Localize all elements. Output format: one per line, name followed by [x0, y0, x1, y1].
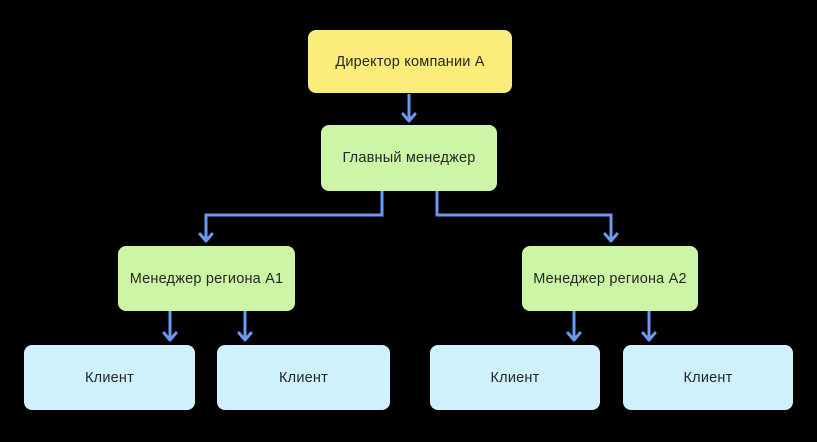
node-chief-manager-label: Главный менеджер — [342, 150, 476, 166]
edge-chief-to-manager-a1 — [198, 191, 384, 243]
node-director-label: Директор компании А — [335, 53, 485, 70]
node-client-4-label: Клиент — [683, 369, 733, 386]
node-client-2-label: Клиент — [279, 369, 328, 386]
node-client-3: Клиент — [430, 345, 600, 410]
node-chief-manager: Главный менеджер — [321, 125, 497, 191]
node-manager-region-a1: Менеджер региона А1 — [118, 246, 295, 311]
node-client-4: Клиент — [623, 345, 793, 410]
node-manager-region-a2: Менеджер региона А2 — [522, 246, 698, 311]
node-client-2: Клиент — [217, 345, 390, 410]
node-manager-region-a2-label: Менеджер региона А2 — [533, 270, 687, 287]
node-client-3-label: Клиент — [490, 369, 540, 386]
node-client-1: Клиент — [24, 345, 195, 410]
node-director: Директор компании А — [308, 30, 512, 93]
node-manager-region-a1-label: Менеджер региона А1 — [129, 270, 284, 287]
edge-chief-to-manager-a2 — [435, 191, 619, 243]
node-client-1-label: Клиент — [85, 369, 134, 386]
